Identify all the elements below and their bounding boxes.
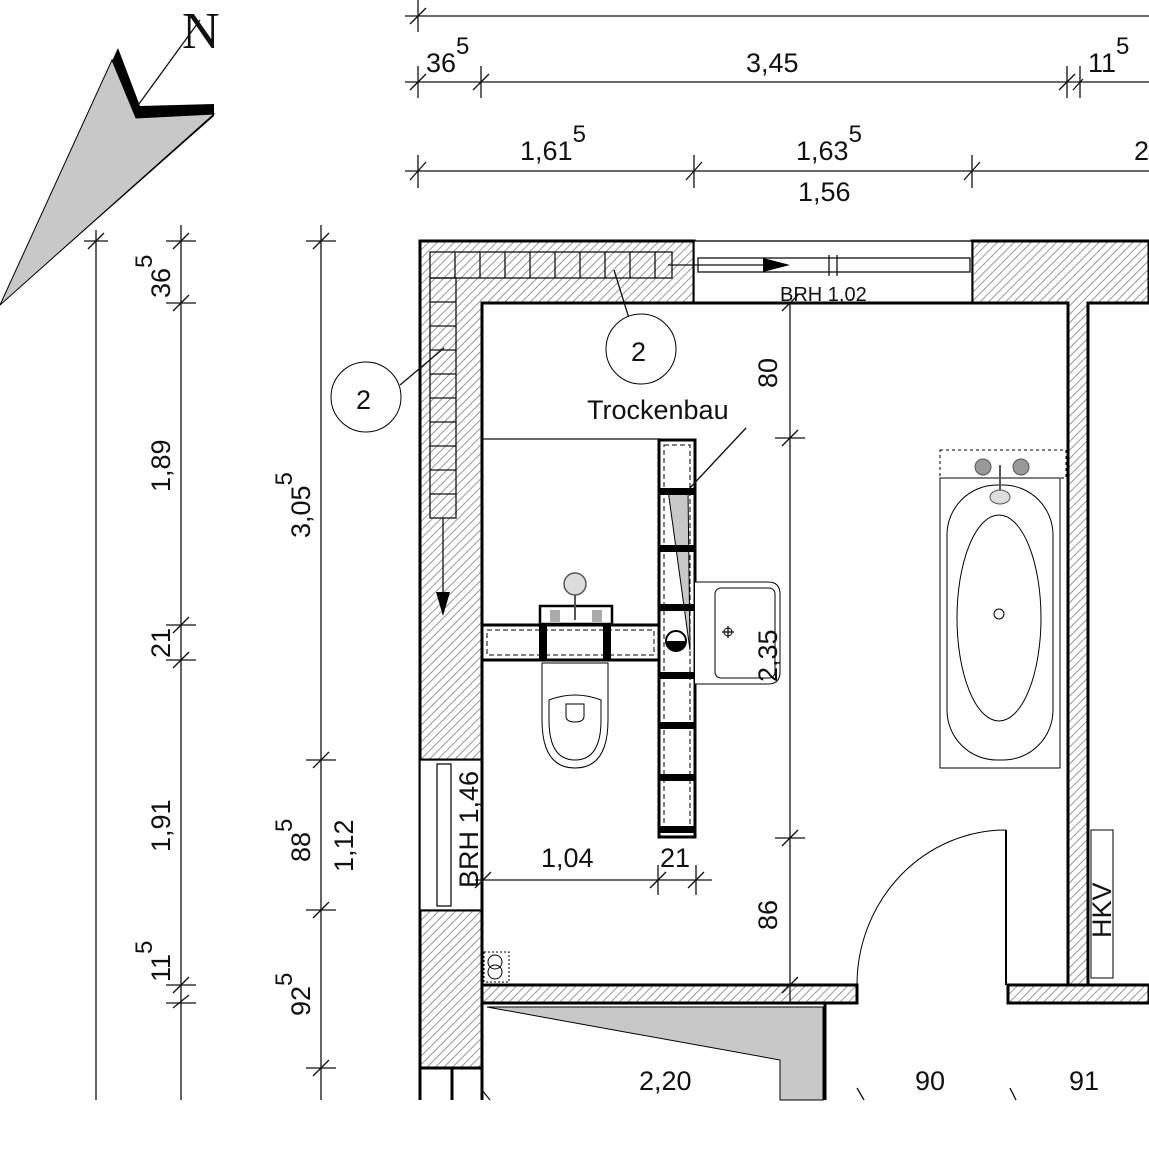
dim-bottom-2-20: 2,20 [639,1066,692,1096]
left-dimension-lines [84,225,336,1100]
svg-text:2: 2 [356,385,371,415]
socket-icon [483,951,510,983]
dim-top-1-61-5: 1,615 [520,121,586,166]
bottom-dimension-ticks [481,1087,1017,1101]
washbasin-icon [695,581,781,685]
dim-top-1-63-5: 1,635 [796,121,862,166]
toilet-icon [541,662,609,769]
dim-bottom-90: 90 [915,1066,945,1096]
dim-left-1-89: 1,89 [146,439,176,492]
detail-marker-left: 2 [330,347,445,433]
window-top-sill-label: BRH 1,02 [780,284,867,306]
north-arrow-icon: N [0,3,220,306]
dim-left-1-12: 1,12 [329,819,359,872]
drywall-label: Trockenbau [587,395,729,425]
dim-top-2: 2 [1134,136,1149,166]
dim-80: 80 [753,358,783,388]
bathtub-icon [939,449,1067,769]
dim-86: 86 [753,900,783,930]
drywall-leader-line [687,427,747,491]
top-dimension-lines [405,0,1149,188]
drywall-partition-vertical [657,438,697,839]
window-top [668,240,973,304]
wall-mounted-cistern-icon [538,572,614,626]
door-swing-icon [856,829,1007,986]
dim-left-92-5: 925 [271,973,316,1016]
radiator-icon [1090,829,1114,979]
dim-top-1-56: 1,56 [798,177,851,207]
detail-marker-top: 2 [605,269,677,385]
dim-2-35: 2,35 [753,629,783,682]
window-left-sill-label: BRH 1,46 [454,771,484,888]
radiator-label: HKV [1087,882,1117,938]
dim-left-3-05-5: 3,055 [271,472,316,538]
dim-left-21: 21 [146,628,176,658]
dim-left-1-91: 1,91 [146,799,176,852]
north-label: N [182,3,220,60]
drywall-partition-horizontal [480,623,661,662]
window-left [419,759,483,911]
dim-left-36-5: 365 [131,255,176,298]
dim-21: 21 [660,843,690,873]
svg-text:2: 2 [631,337,646,367]
dim-bottom-91: 91 [1069,1066,1099,1096]
dim-1-04: 1,04 [541,843,594,873]
dim-left-11-5: 115 [131,941,176,982]
dim-top-3-45: 3,45 [746,48,799,78]
dim-left-88-5: 885 [271,819,316,862]
dim-top-11-5: 115 [1088,33,1129,78]
dim-top-36-5: 365 [426,33,469,78]
